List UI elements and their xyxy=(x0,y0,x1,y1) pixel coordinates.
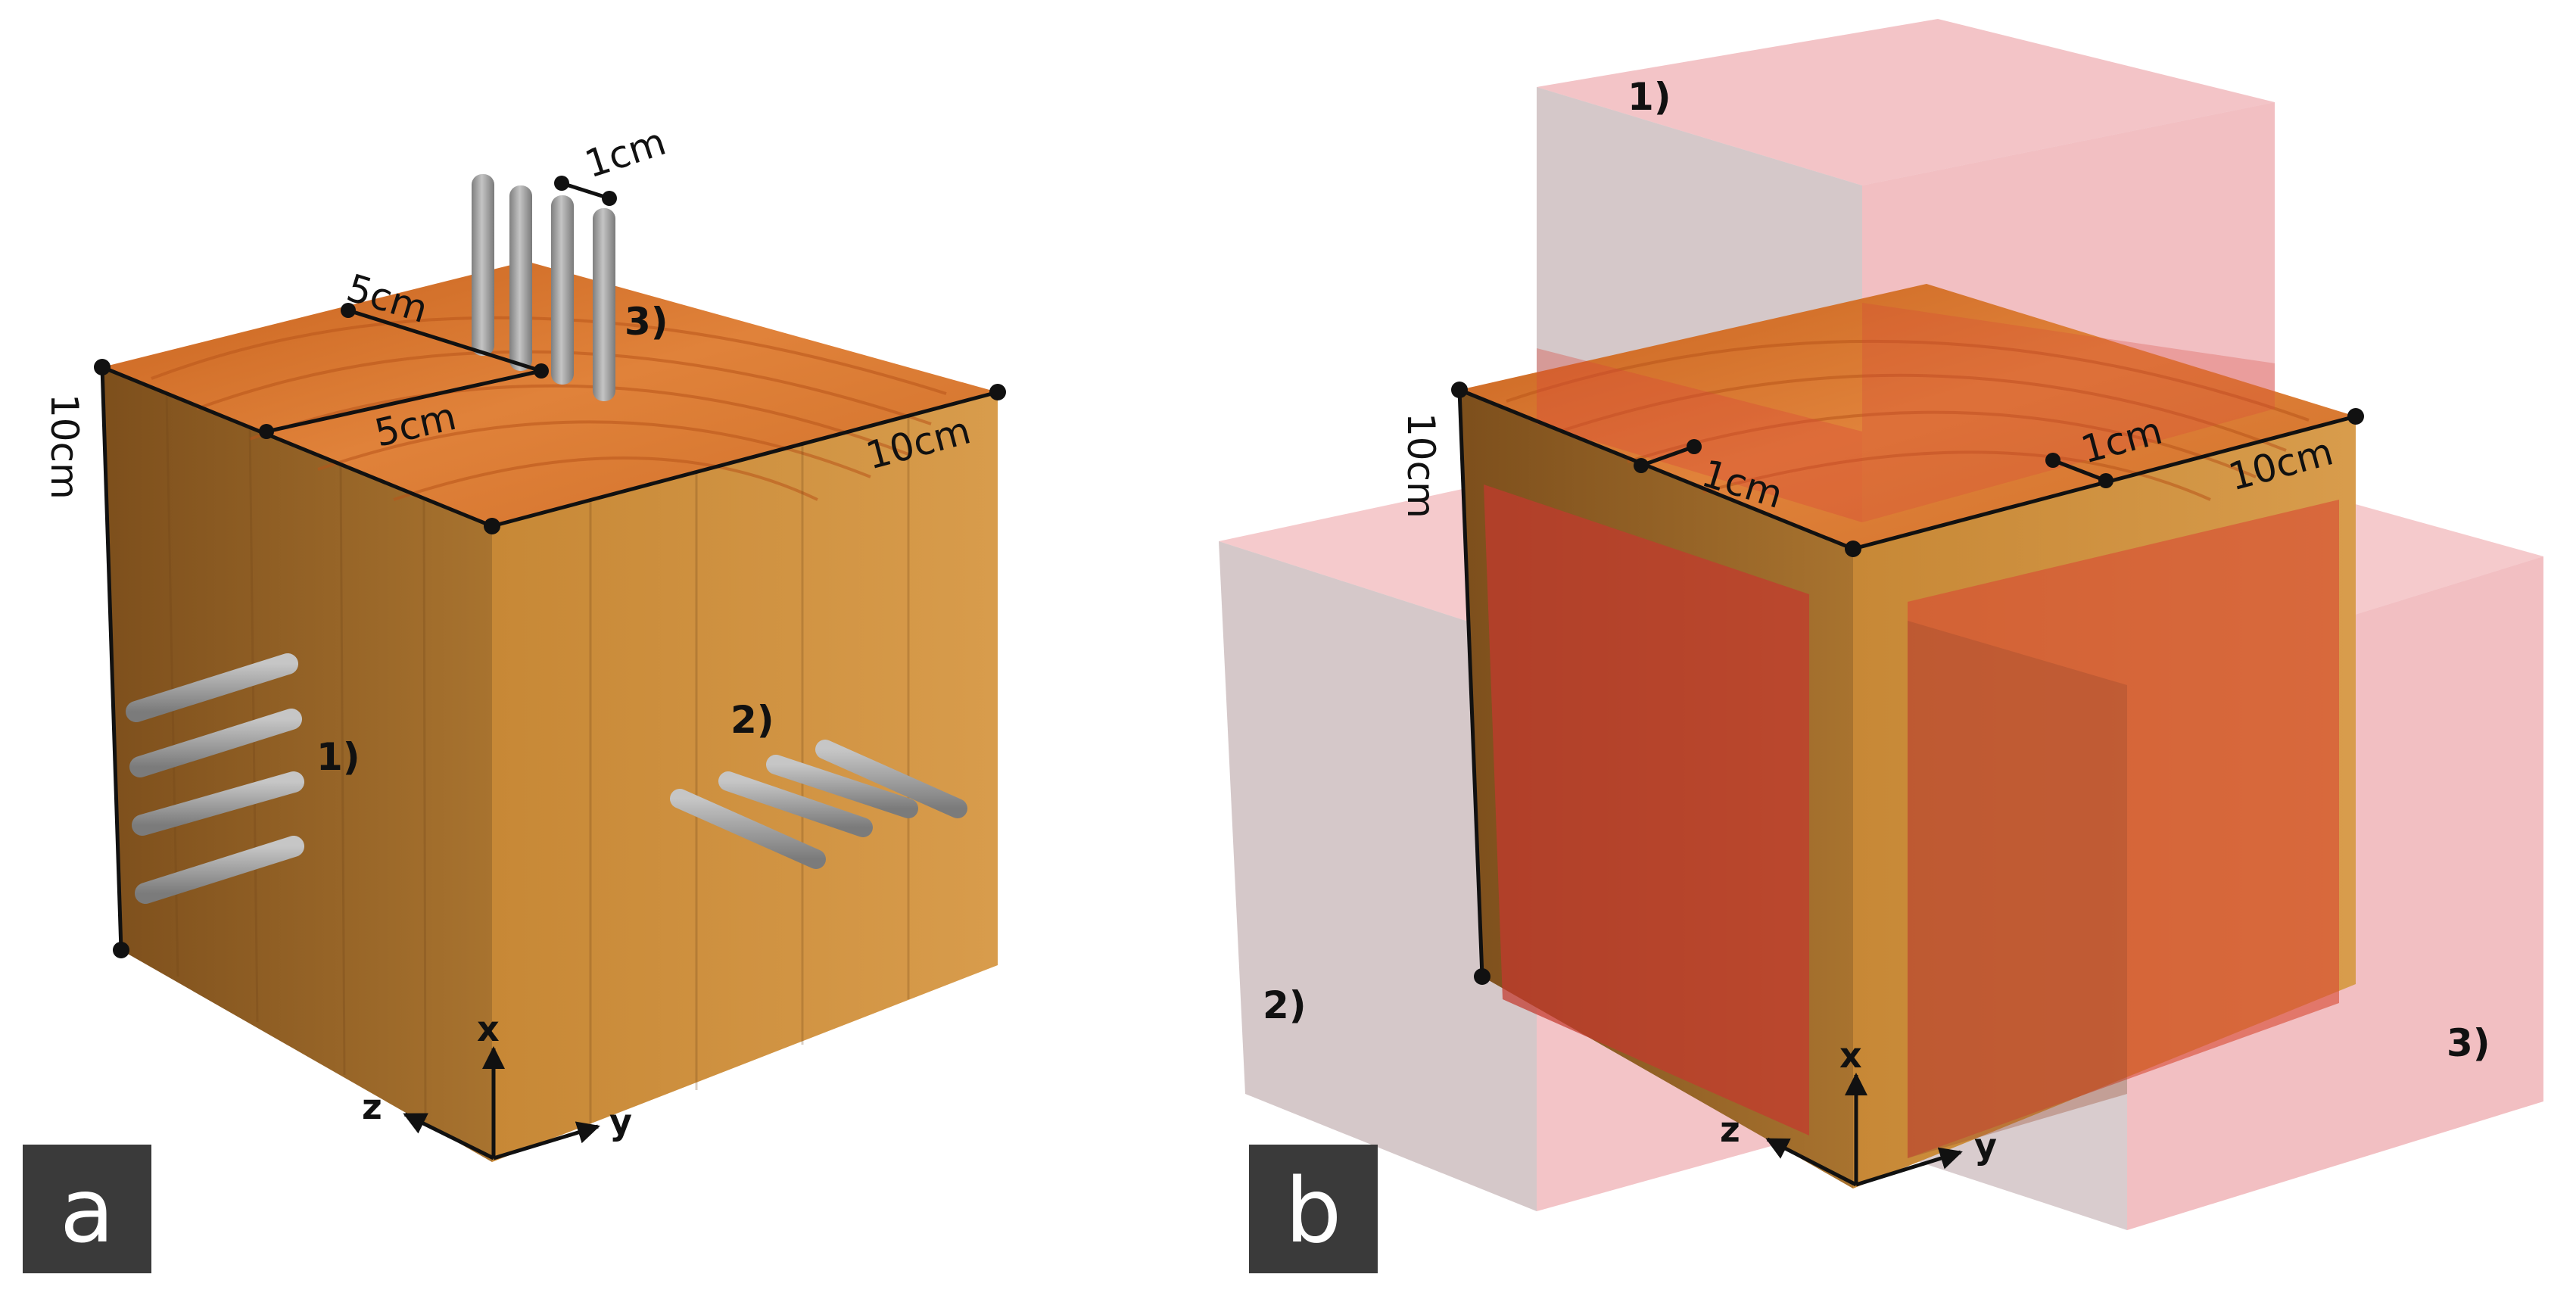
dim-dot xyxy=(259,424,274,439)
cube-b-left-edge xyxy=(1457,389,1484,977)
region-3-overlay xyxy=(1908,500,2339,1158)
cube-a-left-edge xyxy=(100,366,123,951)
cube-b-corner-dot xyxy=(1845,541,1861,557)
cube-a-corner-dot xyxy=(113,942,129,958)
cube-b-corner-dot xyxy=(1474,968,1490,985)
dimline-5cm-b xyxy=(266,369,542,434)
rods-left-face xyxy=(126,653,304,904)
panel-tag-b-bg xyxy=(1249,1145,1378,1273)
panel-tag-b: b xyxy=(1285,1158,1342,1263)
rod xyxy=(551,195,574,385)
axis-label-x: x xyxy=(1839,1035,1862,1076)
sample-label-3: 3) xyxy=(625,300,668,344)
panel-b-axes: x y z xyxy=(1720,1035,1997,1187)
axis-y-arrow xyxy=(1855,1147,1963,1187)
panel-tag-a-bg xyxy=(23,1145,151,1273)
rod xyxy=(132,771,304,836)
dim-dot xyxy=(2098,473,2113,488)
dimline-5cm-a xyxy=(347,308,542,373)
dimline-1cm-right xyxy=(2052,458,2107,483)
cube-b-corner-dot xyxy=(2347,408,2364,425)
rod xyxy=(126,653,298,722)
rod xyxy=(135,836,304,904)
rod xyxy=(509,185,532,371)
cube-a-corner-dot xyxy=(484,518,500,534)
region-3-shade xyxy=(1908,621,2127,1158)
region-1-overlay xyxy=(1537,348,1862,522)
axis-label-z: z xyxy=(362,1086,382,1127)
dim-dot xyxy=(1634,458,1649,473)
axis-label-y: y xyxy=(1974,1126,1997,1167)
panel-a-dimensions xyxy=(259,176,617,439)
rod xyxy=(129,709,302,777)
cube-a-top-face xyxy=(102,261,998,526)
axis-label-x: x xyxy=(477,1008,500,1049)
panel-a: 1cm 5cm 5cm 10cm 10cm 1) 2) 3) x y z a xyxy=(23,120,1006,1273)
dimline-1cm xyxy=(561,181,610,201)
cube-a-left-face xyxy=(102,367,492,1162)
cube-a-corner-dot xyxy=(989,384,1006,400)
region-label-2: 2) xyxy=(1263,983,1307,1027)
region-2-overlay xyxy=(1484,484,1809,1136)
axis-label-y: y xyxy=(609,1101,632,1142)
dim-dot xyxy=(341,303,356,318)
rod xyxy=(766,755,918,818)
region-label-3: 3) xyxy=(2447,1021,2490,1065)
rod xyxy=(815,740,967,818)
panel-tag-a: a xyxy=(60,1158,114,1263)
panel-a-axes: x y z xyxy=(362,1008,632,1160)
axis-label-z: z xyxy=(1720,1109,1740,1150)
cube-b-corner-dot xyxy=(1451,382,1468,398)
rod xyxy=(593,208,615,401)
dim-dot xyxy=(602,191,617,206)
rod xyxy=(670,789,826,869)
dim-dot xyxy=(554,176,569,191)
dim-label-1cm: 1cm xyxy=(580,120,671,187)
axis-z-arrow xyxy=(403,1112,495,1160)
rod xyxy=(718,771,873,837)
dim-dot xyxy=(1687,439,1702,454)
panel-b: 1cm 1cm 10cm 10cm 1) 2) 3) x y z b xyxy=(1219,19,2543,1273)
cube-b-top-face xyxy=(1459,284,2356,549)
region-label-1: 1) xyxy=(1628,75,1671,119)
dimline-1cm-left xyxy=(1640,444,1695,468)
rod xyxy=(472,174,494,356)
sample-label-1: 1) xyxy=(316,735,360,779)
dim-label-10cm-height: 10cm xyxy=(1399,413,1443,519)
region-1-top-overlay xyxy=(1862,303,2275,522)
axis-z-arrow xyxy=(1765,1137,1858,1187)
rods-right-face xyxy=(670,740,967,869)
cube-a-corner-dot xyxy=(94,359,111,375)
cube-b-grain xyxy=(1506,339,2310,501)
dim-dot xyxy=(2045,453,2060,468)
sample-label-2: 2) xyxy=(730,698,774,742)
axis-y-arrow xyxy=(493,1121,600,1160)
dim-label-10cm-height: 10cm xyxy=(42,394,86,500)
rods-vertical xyxy=(472,174,615,401)
